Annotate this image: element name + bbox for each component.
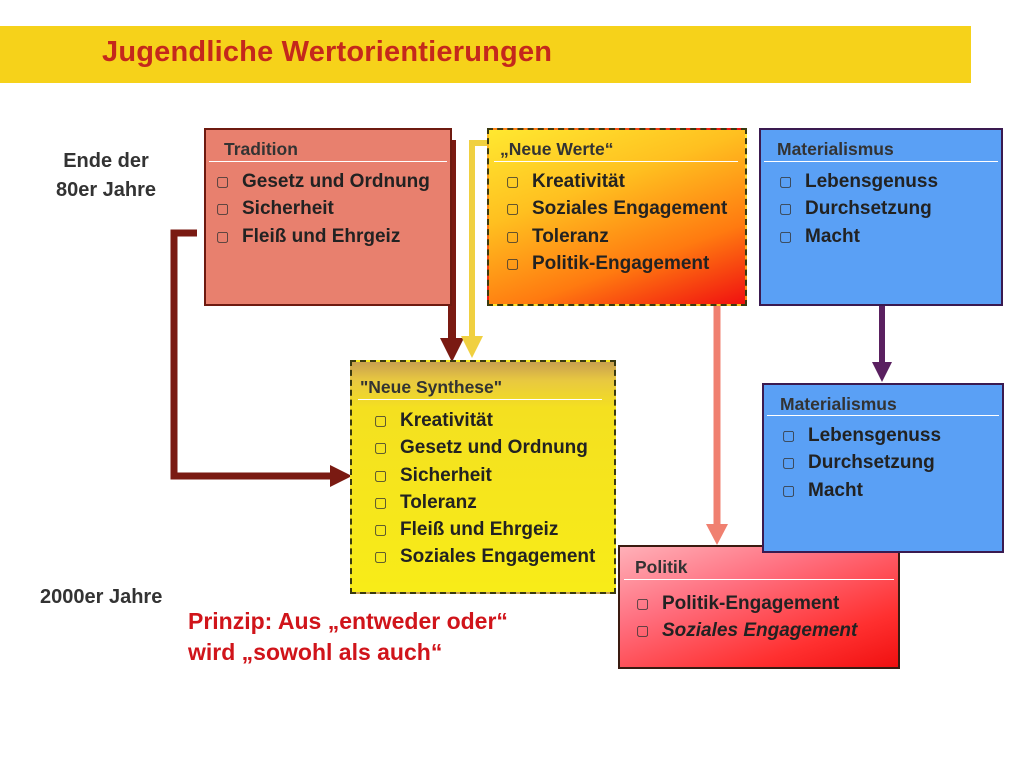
- bullet-icon: ▢: [506, 200, 520, 217]
- bullet-icon: ▢: [779, 227, 793, 244]
- arrow-neue-werte-to-synthese: [461, 140, 487, 358]
- period-label-top-line-2: 80er Jahre: [55, 179, 157, 201]
- list-item: ▢Macht: [776, 477, 941, 504]
- principle-line-1: Prinzip: Aus „entweder oder“: [188, 608, 508, 634]
- principle-line-2: wird „sowohl als auch“: [188, 639, 443, 665]
- list-item: ▢Soziales Engagement: [500, 195, 727, 222]
- tradition-divider: [209, 161, 447, 162]
- bullet-icon: ▢: [374, 548, 388, 565]
- materialismus-top-title: Materialismus: [777, 139, 894, 159]
- materialismus-bottom-title: Materialismus: [780, 394, 897, 414]
- list-item: ▢Lebensgenuss: [773, 168, 938, 195]
- bullet-icon: ▢: [779, 200, 793, 217]
- list-item: ▢Macht: [773, 223, 938, 250]
- tradition-title: Tradition: [224, 139, 298, 159]
- politik-divider: [624, 579, 894, 580]
- list-item: ▢Politik-Engagement: [500, 250, 727, 277]
- title-bar: [0, 26, 971, 83]
- bullet-icon: ▢: [374, 493, 388, 510]
- bullet-icon: ▢: [782, 481, 796, 498]
- bullet-icon: ▢: [216, 227, 230, 244]
- arrow-tradition-loop-to-synthese: [170, 229, 352, 487]
- bullet-icon: ▢: [374, 439, 388, 456]
- bullet-icon: ▢: [374, 466, 388, 483]
- bullet-icon: ▢: [506, 173, 520, 189]
- materialismus-bottom-divider: [767, 415, 999, 416]
- arrow-tradition-to-synthese: [440, 140, 464, 362]
- bullet-icon: ▢: [374, 521, 388, 538]
- bullet-icon: ▢: [636, 622, 650, 639]
- arrow-materialismus-down: [872, 306, 892, 382]
- materialismus-bottom-box: [762, 383, 1004, 553]
- neue-synthese-divider: [358, 399, 602, 400]
- bullet-icon: ▢: [216, 200, 230, 217]
- neue-werte-title: „Neue Werte“: [500, 139, 614, 159]
- tradition-box: [204, 128, 452, 306]
- bullet-icon: ▢: [506, 254, 520, 271]
- neue-werte-divider: [494, 161, 738, 162]
- bullet-icon: ▢: [216, 173, 230, 189]
- materialismus-bottom-list: ▢Lebensgenuss ▢Durchsetzung ▢Macht: [776, 422, 941, 504]
- list-item: ▢Durchsetzung: [776, 449, 941, 476]
- list-item: ▢Toleranz: [500, 223, 727, 250]
- arrow-neue-werte-to-politik: [706, 306, 728, 545]
- list-item: ▢Durchsetzung: [773, 195, 938, 222]
- period-label-top: Ende der 80er Jahre: [46, 147, 166, 205]
- period-label-top-line-1: Ende der: [63, 150, 149, 172]
- neue-werte-box: [487, 128, 747, 306]
- bullet-icon: ▢: [782, 454, 796, 471]
- list-item: ▢Gesetz und Ordnung: [368, 434, 595, 461]
- politik-box: [618, 545, 900, 669]
- bullet-icon: ▢: [374, 412, 388, 428]
- list-item: ▢Toleranz: [368, 489, 595, 516]
- period-label-bottom: 2000er Jahre: [40, 586, 163, 608]
- bullet-icon: ▢: [506, 227, 520, 244]
- materialismus-top-box: [759, 128, 1003, 306]
- list-item: ▢Lebensgenuss: [776, 422, 941, 449]
- politik-list: ▢Politik-Engagement ▢Soziales Engagement: [630, 590, 857, 645]
- list-item: ▢Soziales Engagement: [368, 543, 595, 570]
- neue-synthese-list: ▢Kreativität ▢Gesetz und Ordnung ▢Sicher…: [368, 407, 595, 571]
- list-item: ▢Kreativität: [500, 168, 727, 195]
- materialismus-top-divider: [764, 161, 998, 162]
- list-item: ▢Soziales Engagement: [630, 617, 857, 644]
- slide-title: Jugendliche Wertorientierungen: [102, 36, 553, 68]
- principle-statement: Prinzip: Aus „entweder oder“ wird „sowoh…: [188, 606, 508, 668]
- materialismus-top-list: ▢Lebensgenuss ▢Durchsetzung ▢Macht: [773, 168, 938, 250]
- list-item: ▢Kreativität: [368, 407, 595, 434]
- list-item: ▢Gesetz und Ordnung: [210, 168, 430, 195]
- bullet-icon: ▢: [779, 173, 793, 189]
- list-item: ▢Sicherheit: [368, 462, 595, 489]
- list-item: ▢Sicherheit: [210, 195, 430, 222]
- list-item: ▢Fleiß und Ehrgeiz: [210, 223, 430, 250]
- list-item: ▢Fleiß und Ehrgeiz: [368, 516, 595, 543]
- tradition-list: ▢Gesetz und Ordnung ▢Sicherheit ▢Fleiß u…: [210, 168, 430, 250]
- neue-synthese-title: "Neue Synthese": [360, 377, 503, 397]
- neue-werte-list: ▢Kreativität ▢Soziales Engagement ▢Toler…: [500, 168, 727, 277]
- politik-title: Politik: [635, 557, 688, 577]
- bullet-icon: ▢: [782, 427, 796, 443]
- bullet-icon: ▢: [636, 595, 650, 611]
- list-item: ▢Politik-Engagement: [630, 590, 857, 617]
